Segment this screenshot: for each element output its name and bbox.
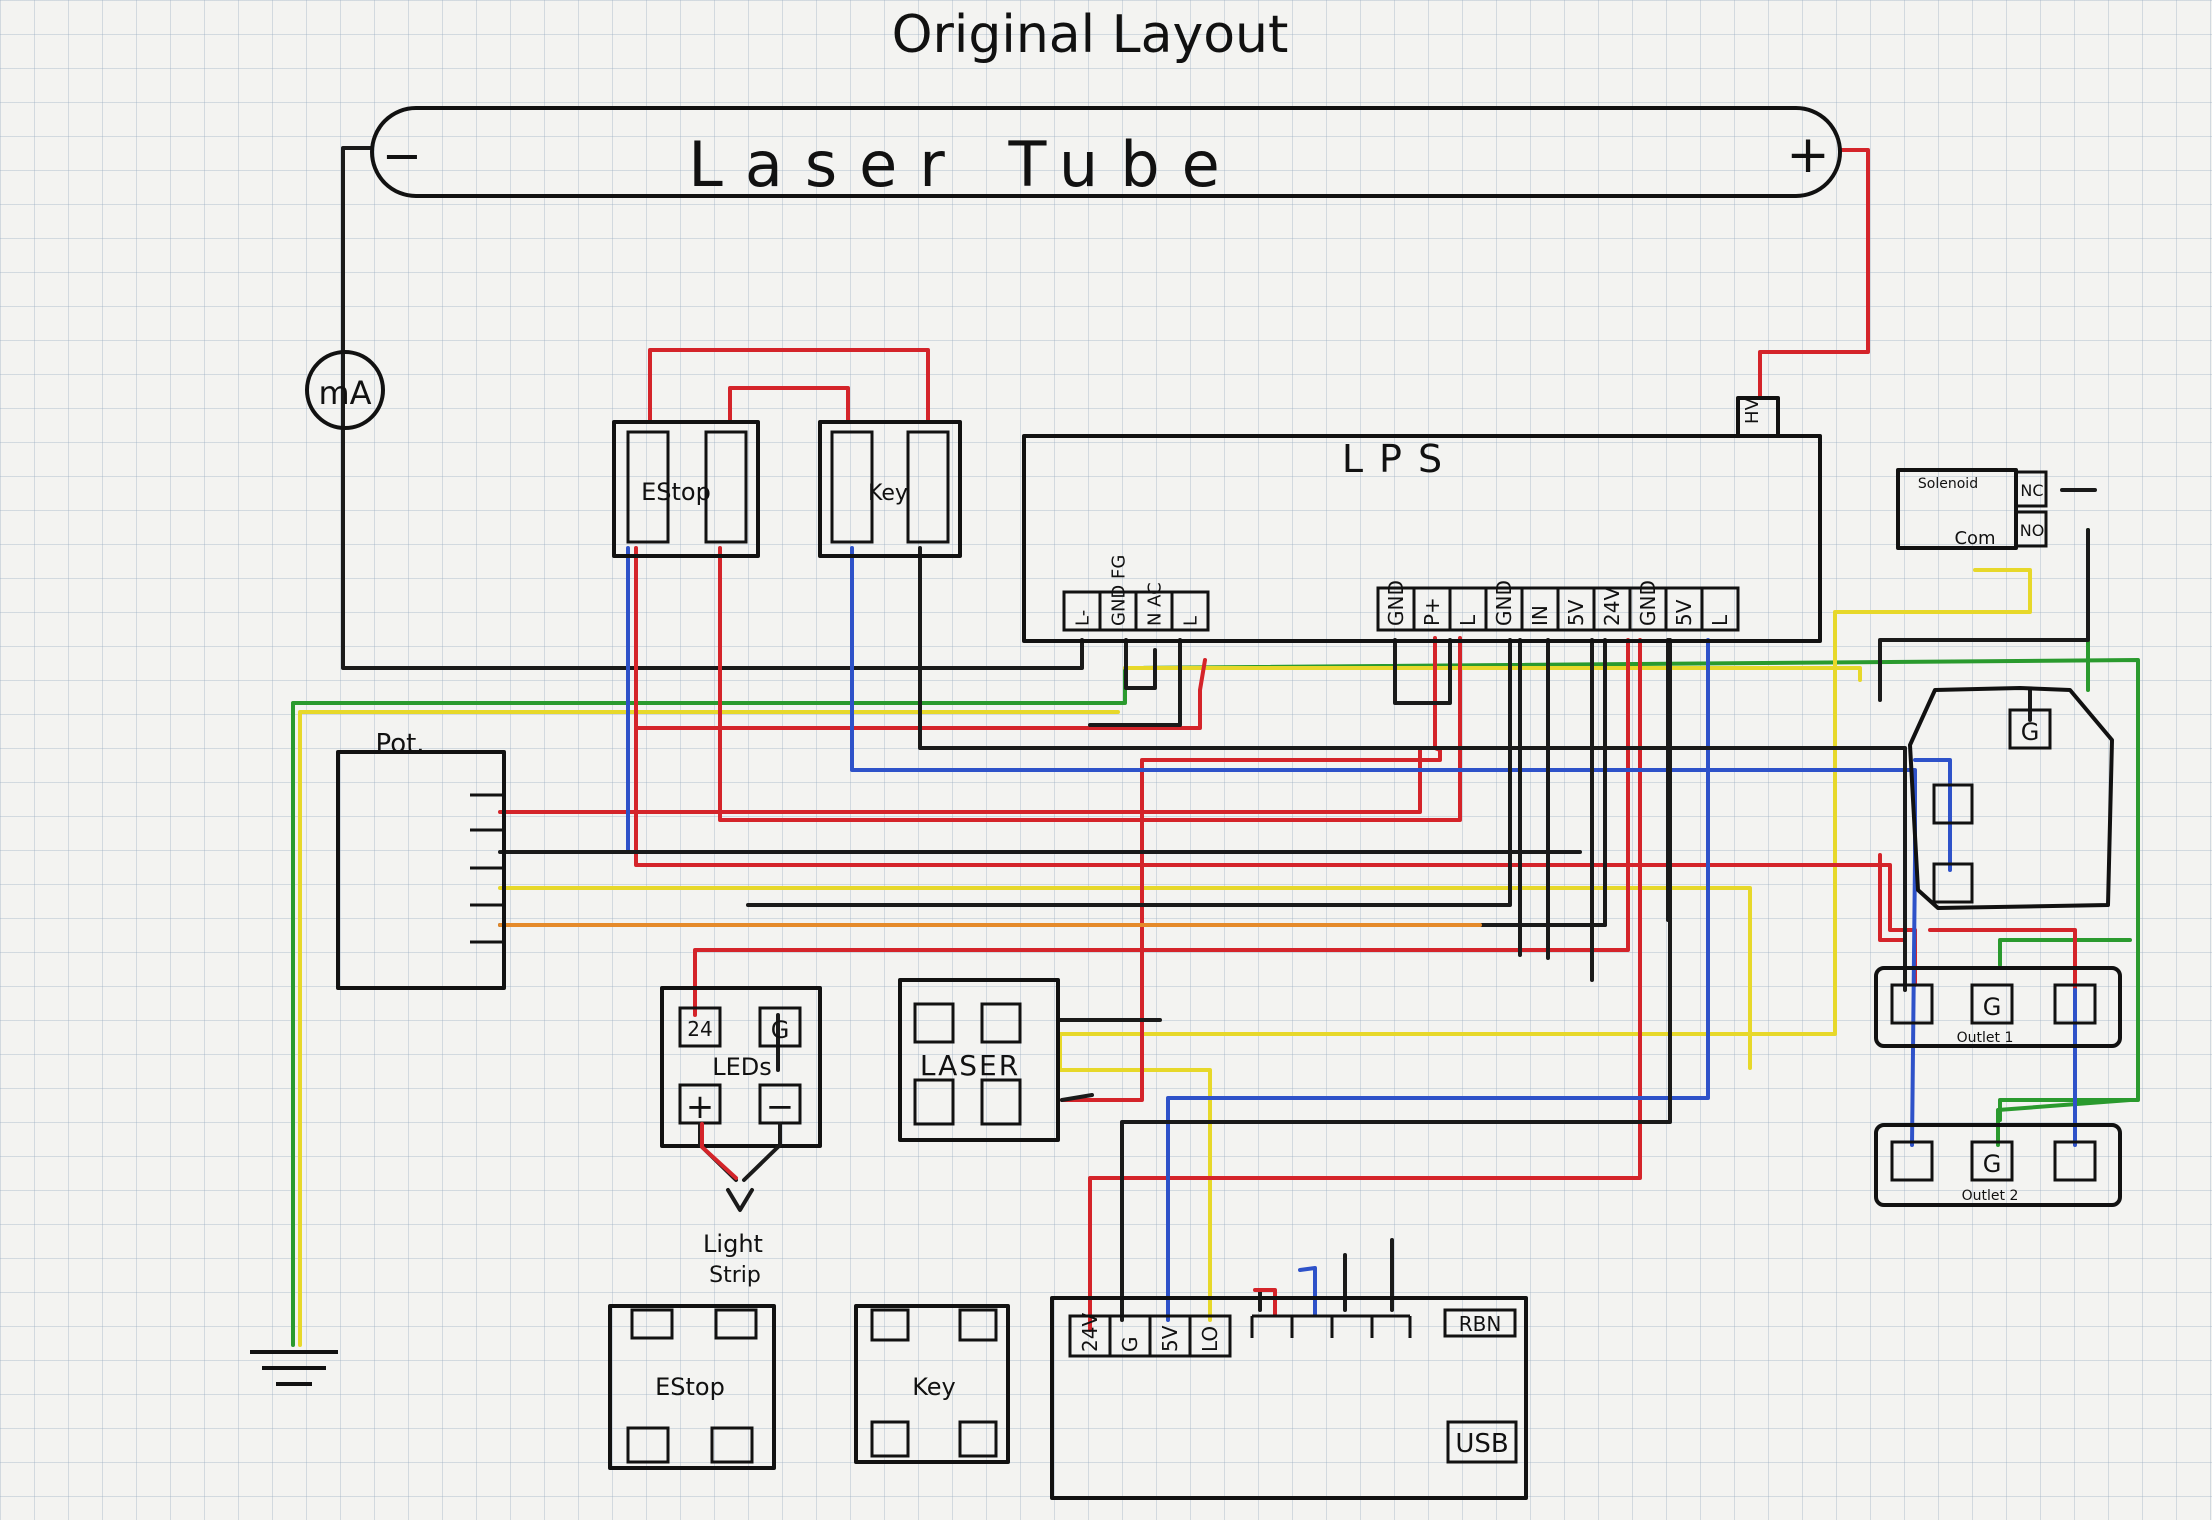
plug-ground: G — [2021, 718, 2040, 746]
controller-terminal-label: LO — [1198, 1326, 1222, 1352]
laser-label: LASER — [920, 1049, 1020, 1082]
lps-right-terminal-label: IN — [1528, 605, 1552, 626]
wire-hv — [1758, 148, 1870, 400]
wire-red-24v — [1088, 638, 1642, 1332]
wire-tube-return — [341, 146, 1084, 670]
key-top-label: Key — [868, 481, 908, 506]
ammeter: mA — [305, 350, 385, 430]
wire-blue-outlet — [1913, 758, 2077, 1147]
solenoid-label: Solenoid — [1918, 476, 1978, 492]
wire-black-ctrl — [1120, 638, 1672, 1322]
lps-right-terminal-label: 5V — [1564, 599, 1588, 626]
lps-right-terminal-label: GND — [1384, 580, 1408, 626]
light-strip-line1: Light — [703, 1230, 763, 1258]
lps-hv-terminal: HV — [1742, 397, 1763, 424]
lps-right-terminal-label: L — [1456, 614, 1480, 626]
led-plus-terminal: + — [686, 1087, 715, 1127]
tube-minus-terminal: − — [382, 128, 422, 184]
wire-earth-green — [291, 658, 2140, 1347]
led-minus-terminal: − — [766, 1087, 795, 1127]
key-bottom-label: Key — [912, 1373, 956, 1401]
wire-red-mid — [634, 546, 1462, 822]
solenoid: Solenoid NC NO Com — [1896, 468, 2048, 550]
controller-rbn: RBN — [1459, 1312, 1502, 1336]
controller-usb: USB — [1455, 1429, 1508, 1459]
solenoid-no: NO — [2020, 521, 2045, 540]
estop-bottom: EStop — [608, 1304, 776, 1470]
wire-blue-key — [850, 546, 1917, 1147]
wire-black-nc — [1878, 488, 2097, 702]
lps-right-terminal-label: P+ — [1420, 597, 1444, 626]
wire-black-key — [918, 546, 1907, 992]
led-label: LEDs — [712, 1053, 772, 1081]
pot-label: Pot. — [375, 729, 424, 759]
lps-left-terminal-label: N AC — [1144, 582, 1165, 626]
led-24v-terminal: 24 — [687, 1017, 712, 1041]
lps-left-terminal-box — [1170, 590, 1210, 632]
outlet-1-label: Outlet 1 — [1957, 1030, 2014, 1046]
key-bottom: Key — [854, 1304, 1010, 1464]
outlet-2-ground: G — [1983, 1150, 2002, 1178]
wire-red-pot — [498, 636, 1437, 814]
ground-symbol — [250, 1350, 338, 1386]
led-ground-terminal: G — [771, 1016, 790, 1044]
controller-terminal-label: G — [1118, 1337, 1142, 1353]
controller-terminal-box — [1188, 1314, 1232, 1358]
wire-black-horizontal — [498, 638, 1607, 1102]
laser-tube: − + Laser Tube — [370, 106, 1842, 201]
solenoid-nc: NC — [2020, 481, 2043, 500]
outlet-2: G Outlet 2 — [1874, 1123, 2122, 1207]
solenoid-com: Com — [1954, 528, 1995, 549]
lps-left-terminal-label: L- — [1072, 610, 1093, 626]
estop-top: EStop — [612, 420, 760, 558]
lps-right-terminal-label: 5V — [1672, 599, 1696, 626]
page-title: Original Layout — [892, 5, 1289, 65]
wire-black-gnd — [1393, 638, 1670, 982]
tube-plus-terminal: + — [1786, 125, 1830, 185]
lps-left-terminals: L- GND FG N AC L — [1062, 555, 1210, 632]
estop-bottom-label: EStop — [655, 1373, 725, 1401]
wires — [291, 146, 2140, 1347]
lps-right-terminal-label: GND — [1636, 580, 1660, 626]
controller-terminal-label: 5V — [1158, 1325, 1182, 1352]
key-top: Key — [818, 420, 962, 558]
ammeter-label: mA — [318, 374, 371, 412]
wire-red-estop-key — [648, 348, 930, 422]
light-strip-line2: Strip — [709, 1263, 761, 1288]
wire-red-led — [693, 638, 1630, 1017]
wire-ctrl-rbn — [1253, 1288, 1277, 1317]
wire-earth-yellow — [298, 710, 1120, 1347]
laser-tube-label: Laser Tube — [688, 128, 1241, 201]
wire-ctrl-blue — [1298, 1266, 1317, 1317]
wire-yellow-horizontal — [498, 666, 1862, 1070]
estop-top-label: EStop — [641, 478, 711, 506]
wire-black-lps-left — [1088, 638, 1182, 727]
wire-solenoid-com — [1058, 568, 2032, 1322]
lps-left-terminal-label: L — [1180, 616, 1201, 626]
controller-board: 24V G 5V LO RBN USB — [1050, 1296, 1528, 1500]
outlet-1: G Outlet 1 — [1874, 966, 2122, 1048]
controller-terminals: 24V G 5V LO — [1068, 1313, 1232, 1358]
controller-terminal-label: 24V — [1078, 1313, 1102, 1352]
lps-right-terminals: GND P+ L GND IN 5V 24V GND 5V L — [1376, 580, 1740, 632]
outlet-2-label: Outlet 2 — [1962, 1188, 2019, 1204]
wire-blue-5v — [1166, 638, 1710, 1322]
laser-block: LASER — [898, 978, 1060, 1142]
light-strip: Light Strip — [703, 1230, 763, 1288]
power-plug: G — [1908, 686, 2114, 910]
potentiometer: Pot. — [336, 729, 506, 990]
lps-right-terminal-box — [1700, 586, 1740, 632]
led-block: 24 G LEDs + − — [660, 986, 822, 1212]
lps-right-terminal-label: L — [1708, 614, 1732, 626]
wire-red-estop-down — [634, 546, 1917, 987]
outlet-1-ground: G — [1983, 993, 2002, 1021]
lps-left-terminal-label: GND FG — [1108, 555, 1129, 626]
lps-right-terminal-label: 24V — [1600, 587, 1624, 626]
lps-right-terminal-label: GND — [1492, 580, 1516, 626]
lps-label: LPS — [1342, 437, 1458, 481]
